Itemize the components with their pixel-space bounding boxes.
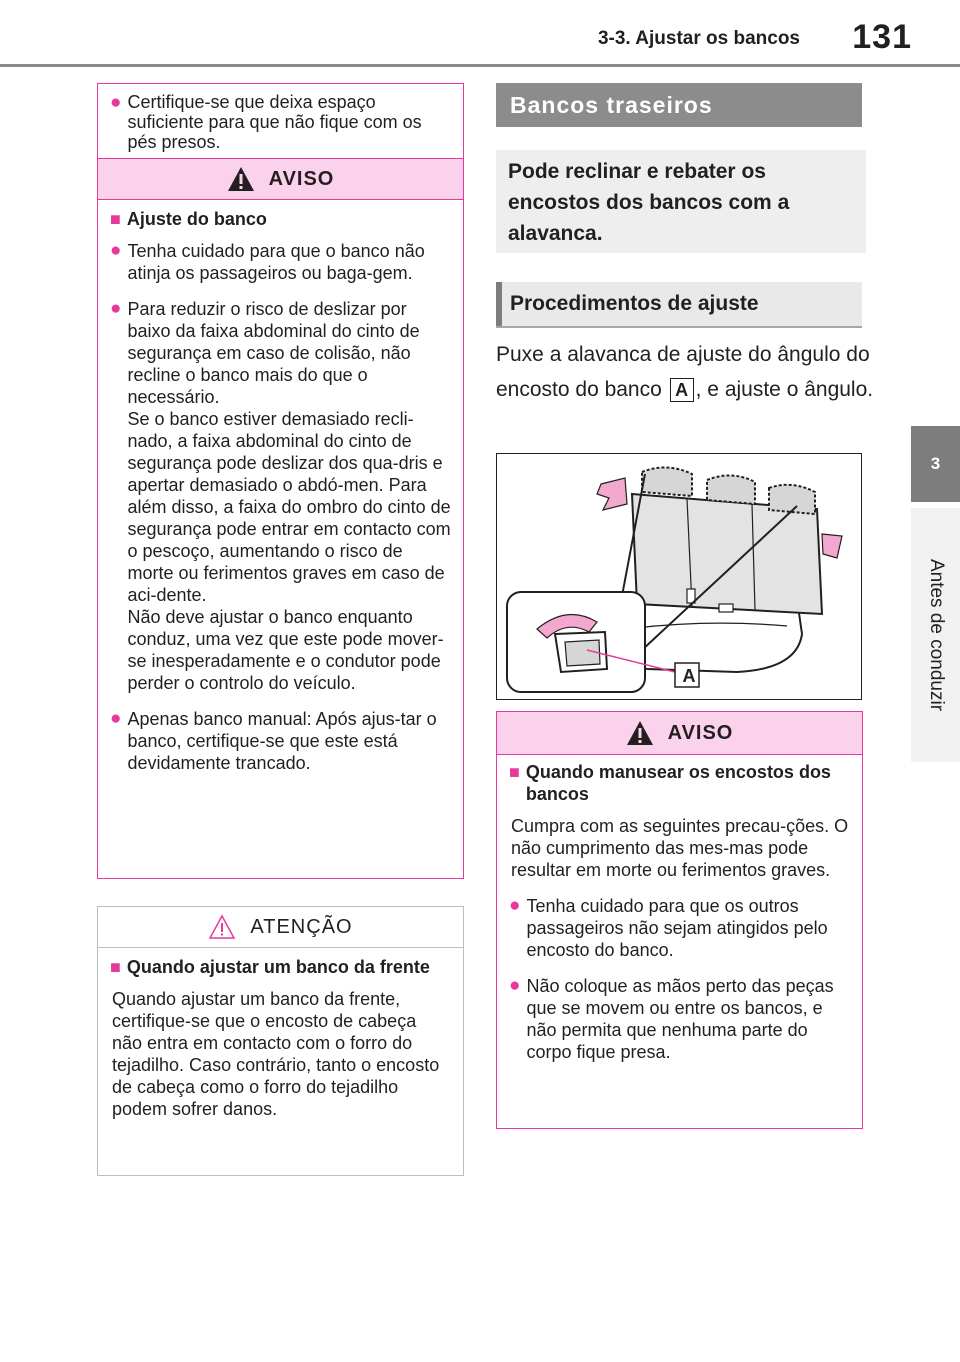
- bullet-dot-icon: ●: [110, 92, 122, 113]
- subsection-title: Procedimentos de ajuste: [496, 282, 862, 326]
- section-intro: Pode reclinar e rebater os encostos dos …: [496, 150, 866, 253]
- rear-seat-heading: ■ Quando manusear os encostos dos bancos: [509, 762, 831, 804]
- square-bullet-icon: ■: [509, 762, 520, 782]
- chapter-tab-number: 3: [911, 426, 960, 502]
- section-header: 3-3. Ajustar os bancos: [597, 28, 800, 49]
- warning-label: AVISO: [667, 721, 734, 744]
- bullet-recline-risk: ● Para reduzir o risco de deslizar por b…: [110, 298, 451, 693]
- chapter-tab-label: Antes de conduzir: [925, 558, 947, 712]
- bullet-dot-icon: ●: [110, 240, 122, 261]
- caution-triangle-icon: [209, 914, 236, 939]
- bullet-dot-icon: ●: [110, 708, 122, 729]
- front-seat-heading: ■ Quando ajustar um banco da frente: [110, 957, 430, 977]
- callout-a: A: [669, 378, 694, 403]
- subsection-rule: [496, 326, 862, 328]
- caution-box-front-seat: ATENÇÃO ■ Quando ajustar um banco da fre…: [97, 906, 464, 1176]
- warning-header: AVISO: [98, 158, 463, 200]
- bullet-dot-icon: ●: [110, 298, 122, 319]
- rear-seat-illustration: A: [496, 453, 862, 700]
- warning-box-seat-adjust: ● Certifique-se que deixa espaço suficie…: [97, 83, 464, 879]
- rear-seat-text: Cumpra com as seguintes precau-ções. O n…: [511, 816, 849, 880]
- procedure-text: Puxe a alavanca de ajuste do ângulo do e…: [496, 343, 874, 403]
- caution-label: ATENÇÃO: [250, 915, 353, 938]
- rear-seat-drawing: [506, 466, 843, 693]
- bullet-passengers: ● Tenha cuidado para que o banco não ati…: [110, 240, 425, 283]
- warning-label: AVISO: [268, 167, 335, 190]
- seat-adjust-heading: ■ Ajuste do banco: [110, 209, 267, 229]
- warning-triangle-icon: [227, 167, 254, 191]
- section-title: Bancos traseiros: [496, 83, 862, 127]
- bullet-hands-trapped: ● Não coloque as mãos perto das peças qu…: [509, 975, 834, 1062]
- bullet-manual-lock: ● Apenas banco manual: Após ajus-tar o b…: [110, 708, 437, 773]
- warning-triangle-icon: [626, 721, 653, 745]
- page-number: 131: [852, 18, 912, 56]
- warning-header: AVISO: [497, 711, 862, 755]
- warning-box-rear-seat: AVISO ■ Quando manusear os encostos dos …: [496, 711, 863, 1129]
- square-bullet-icon: ■: [110, 957, 121, 977]
- bullet-dot-icon: ●: [509, 895, 521, 916]
- header-rule: [0, 64, 960, 67]
- bullet-dot-icon: ●: [509, 975, 521, 996]
- front-seat-text: Quando ajustar um banco da frente, certi…: [112, 989, 440, 1119]
- caution-header: ATENÇÃO: [98, 906, 463, 948]
- feet-space-bullet: ● Certifique-se que deixa espaço suficie…: [110, 92, 422, 152]
- bullet-passengers-hit: ● Tenha cuidado para que os outros passa…: [509, 895, 828, 960]
- square-bullet-icon: ■: [110, 209, 121, 229]
- chapter-tab: Antes de conduzir: [911, 508, 960, 762]
- figure-callout-a: A: [682, 666, 696, 686]
